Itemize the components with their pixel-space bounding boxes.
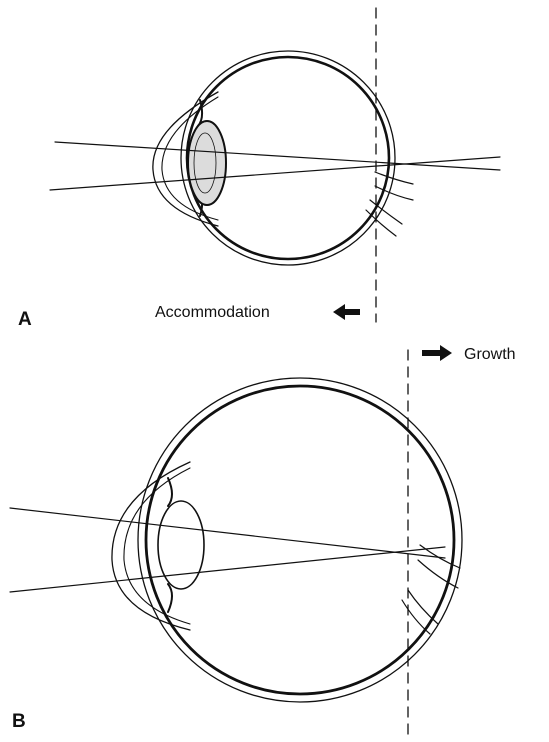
- panel-a-ray-lower: [50, 157, 500, 190]
- panel-b-eye: [10, 350, 462, 735]
- accommodation-label: Accommodation: [155, 304, 270, 321]
- panel-a-ray-upper: [55, 142, 500, 170]
- panel-b-iris: [168, 478, 172, 612]
- growth-arrow-icon: [422, 345, 452, 361]
- panel-b-label: B: [12, 711, 26, 732]
- panel-b-sclera-outer: [138, 378, 462, 702]
- growth-label: Growth: [464, 346, 516, 363]
- panel-b-ray-lower: [10, 547, 445, 592]
- panel-b-ray-upper: [10, 508, 445, 558]
- panel-a-label: A: [18, 309, 32, 330]
- accommodation-arrow-icon: [333, 304, 360, 320]
- panel-a-eye: [50, 8, 500, 322]
